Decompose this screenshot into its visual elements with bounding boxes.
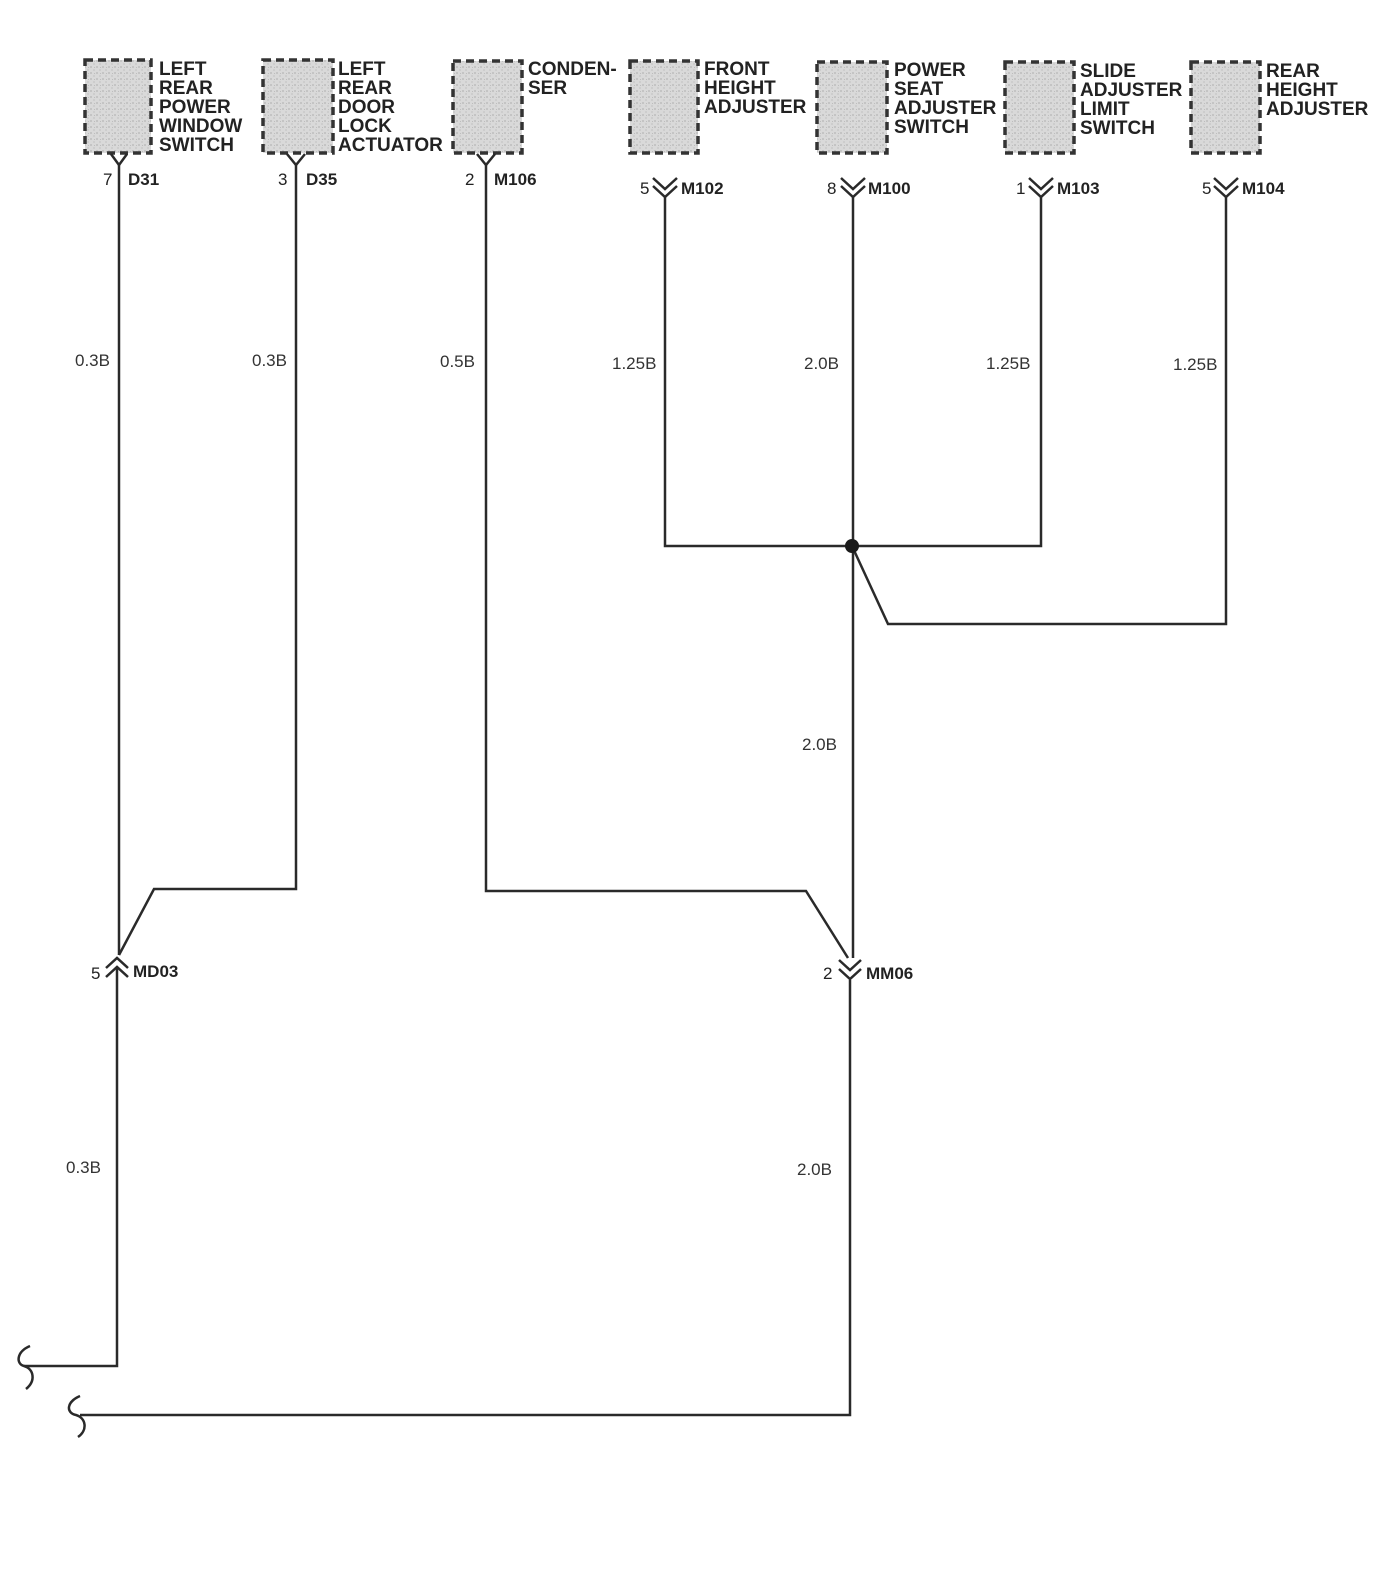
connector-id: MD03 <box>133 962 178 981</box>
component-label-slide-adjuster-limit-switch: SLIDE ADJUSTER LIMIT SWITCH <box>1080 61 1188 139</box>
wire-label: 0.3B <box>75 351 110 370</box>
connector-pin: 2 <box>465 170 474 189</box>
wire-label: 0.5B <box>440 352 475 371</box>
wire-label: 2.0B <box>804 354 839 373</box>
wire-d35 <box>117 165 298 956</box>
connector-pin: 3 <box>278 170 287 189</box>
component-box-condenser <box>451 59 524 155</box>
wire-label: 2.0B <box>797 1160 832 1179</box>
connector-pin: 1 <box>1016 179 1025 198</box>
connector-d35-symbol <box>286 153 306 167</box>
component-label-left-rear-power-window-switch: LEFT REAR POWER WINDOW SWITCH <box>159 59 248 156</box>
wire-mm06-out <box>80 980 852 1417</box>
connector-d31-symbol <box>109 153 129 168</box>
wire-break-mark <box>17 1344 34 1390</box>
wire-md03-out <box>24 968 119 1368</box>
component-box-left-rear-power-window-switch <box>83 58 153 155</box>
connector-id: M104 <box>1242 179 1285 198</box>
wire-break-mark <box>67 1394 86 1439</box>
connector-id: M103 <box>1057 179 1100 198</box>
connector-pin: 5 <box>640 179 649 198</box>
component-label-power-seat-adjuster-switch: POWER SEAT ADJUSTER SWITCH <box>894 60 1002 138</box>
connector-pin: 7 <box>103 170 112 189</box>
connector-pin: 5 <box>91 964 100 983</box>
connector-pin: 2 <box>823 964 832 983</box>
connector-m104-symbol <box>1213 177 1239 199</box>
component-label-left-rear-door-lock-actuator: LEFT REAR DOOR LOCK ACTUATOR <box>338 59 443 156</box>
connector-md03-symbol <box>105 956 129 978</box>
connector-m103-symbol <box>1028 177 1054 199</box>
wire-label: 1.25B <box>1173 355 1217 374</box>
wire-m103 <box>852 197 1043 548</box>
connector-id: M106 <box>494 170 537 189</box>
connector-id: MM06 <box>866 964 913 983</box>
connector-id: M102 <box>681 179 724 198</box>
connector-pin: 8 <box>827 179 836 198</box>
wire-label: 0.3B <box>66 1158 101 1177</box>
connector-id: M100 <box>868 179 911 198</box>
component-label-front-height-adjuster: FRONT HEIGHT ADJUSTER <box>704 59 807 118</box>
wire-label: 0.3B <box>252 351 287 370</box>
wire-label: 1.25B <box>986 354 1030 373</box>
wire-label: 2.0B <box>802 735 837 754</box>
wire-label: 1.25B <box>612 354 656 373</box>
component-label-condenser: CONDEN- SER <box>528 59 622 99</box>
component-box-slide-adjuster-limit-switch <box>1003 60 1076 155</box>
connector-mm06-symbol <box>838 959 862 981</box>
connector-id: D31 <box>128 170 159 189</box>
connector-m100-symbol <box>840 177 866 199</box>
wire-m106 <box>484 165 850 959</box>
component-box-rear-height-adjuster <box>1189 60 1262 155</box>
component-box-power-seat-adjuster-switch <box>815 60 889 155</box>
splice-dot <box>845 539 859 553</box>
connector-id: D35 <box>306 170 337 189</box>
component-label-rear-height-adjuster: REAR HEIGHT ADJUSTER <box>1266 61 1369 120</box>
connector-m102-symbol <box>652 177 678 199</box>
wire-m104 <box>850 197 1228 626</box>
wire-m102 <box>663 197 852 548</box>
component-box-left-rear-door-lock-actuator <box>261 58 335 155</box>
component-box-front-height-adjuster <box>628 59 700 155</box>
connector-pin: 5 <box>1202 179 1211 198</box>
connector-m106-symbol <box>476 153 496 167</box>
